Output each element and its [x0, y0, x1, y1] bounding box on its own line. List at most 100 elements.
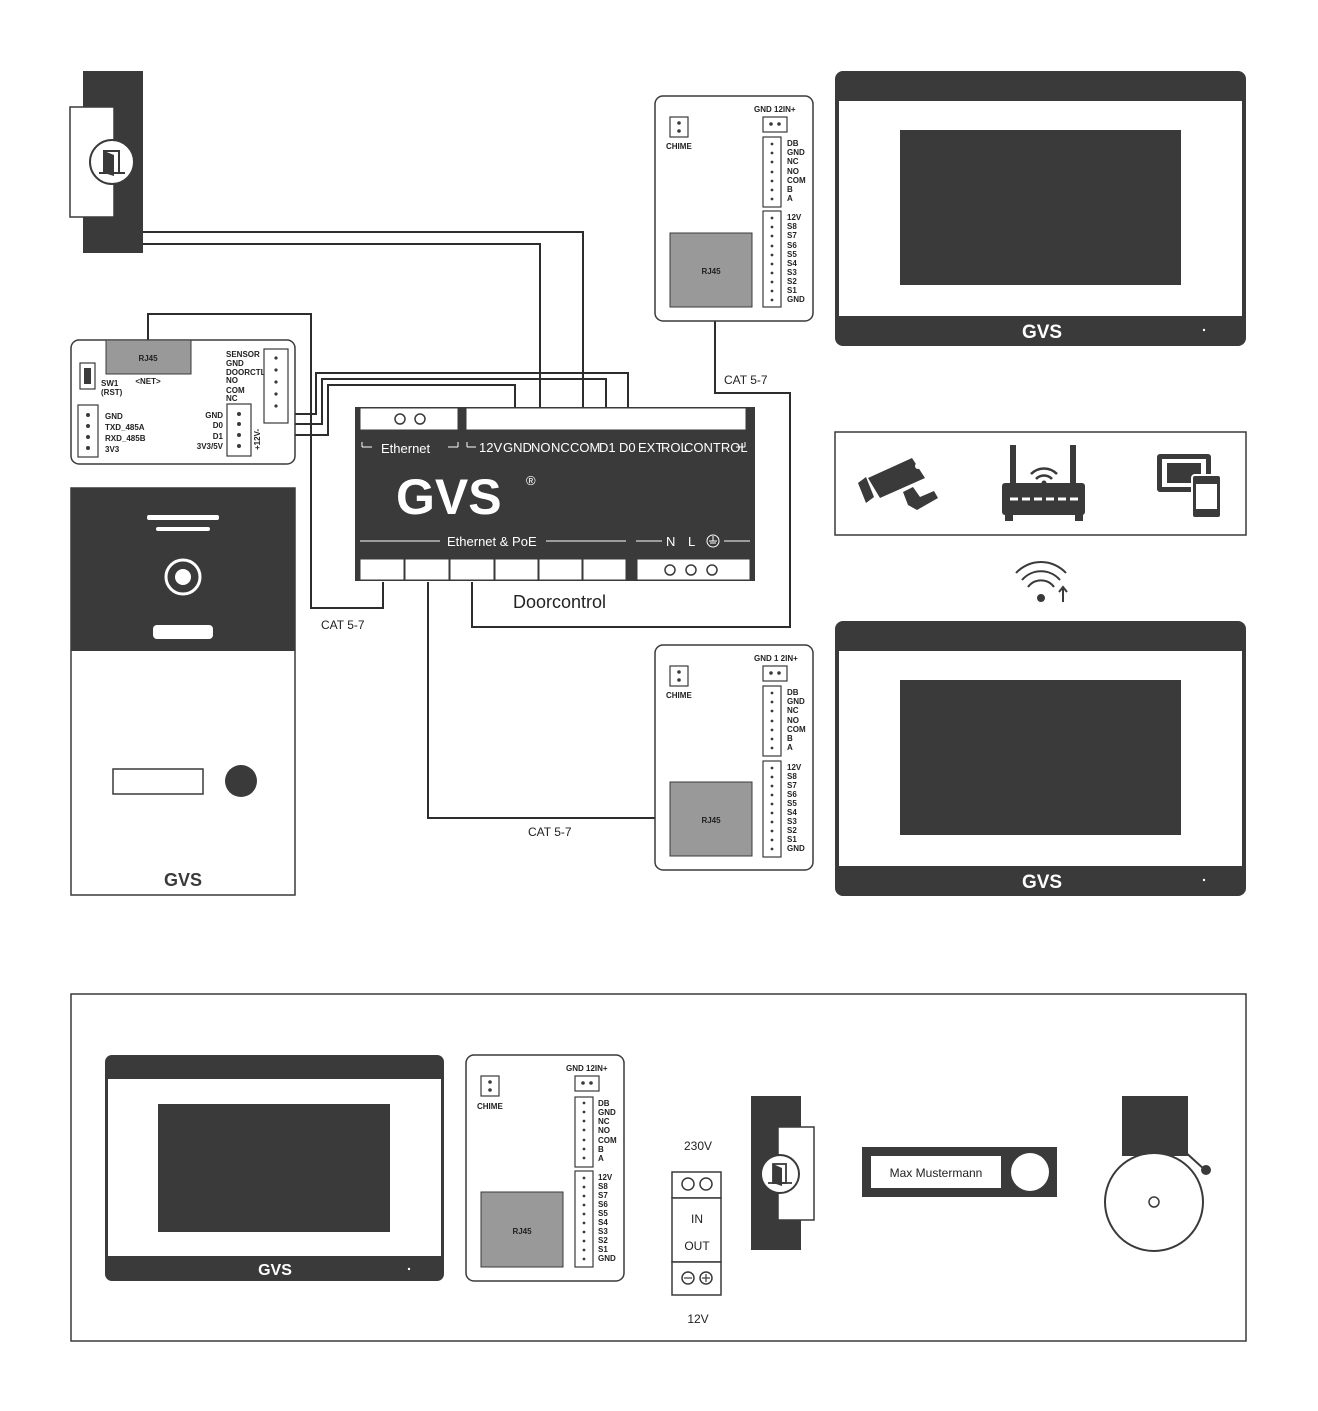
reader-pin-sensor: SENSOR: [226, 350, 260, 359]
chime-label: CHIME: [666, 691, 692, 700]
doorcontrol-brand: GVS: [396, 469, 502, 525]
terminal-d0: D0: [619, 440, 636, 455]
rj45-label: RJ45: [701, 816, 721, 825]
pin-12v: 12V: [787, 763, 802, 772]
doorcontrol-caption: Doorcontrol: [513, 592, 606, 612]
pin-nc: NC: [598, 1117, 610, 1126]
pin-s3: S3: [787, 817, 797, 826]
outdoor-station: GVS: [70, 487, 296, 896]
pin-s5: S5: [787, 799, 797, 808]
terminal-gnd: GND: [503, 440, 532, 455]
terminal-ext: EXT: [638, 440, 663, 455]
station-name-tag: [112, 768, 204, 795]
pin-a: A: [598, 1154, 604, 1163]
monitor-screen: [900, 130, 1181, 285]
reader-rj45-label: RJ45: [138, 354, 158, 363]
terminal-no: NO: [531, 440, 551, 455]
pin-db: DB: [787, 139, 799, 148]
monitor-board-small: GND 12IN+ CHIME DB GND NC NO COM B A 12V…: [465, 1054, 625, 1282]
pin-s5: S5: [598, 1209, 608, 1218]
door-opener-icon: [760, 1154, 800, 1194]
terminal-com: COM: [570, 440, 600, 455]
pin-s1: S1: [598, 1245, 608, 1254]
poe-ports: [359, 558, 627, 581]
reader-data-3v3: 3V3/5V: [197, 442, 224, 451]
pin-no: NO: [787, 716, 799, 725]
pin-db: DB: [598, 1099, 610, 1108]
bottom-panel: GVS GND 12IN+ CHIME DB GND NC NO COM B A…: [70, 993, 1247, 1342]
pin-s4: S4: [598, 1218, 608, 1227]
reader-pin-gnd: GND: [105, 412, 123, 421]
pin-no: NO: [787, 167, 799, 176]
terminal-control: CONTROL: [684, 440, 748, 455]
terminal-l: L: [688, 534, 695, 549]
chime-label: CHIME: [477, 1102, 503, 1111]
monitor-screen: [158, 1104, 390, 1232]
reader-rst-label: (RST): [101, 388, 123, 397]
rj45-label: RJ45: [701, 267, 721, 276]
pin-nc: NC: [787, 706, 799, 715]
wifi-icon: [1015, 561, 1068, 602]
call-button: [225, 765, 257, 797]
cable-label-left: CAT 5-7: [321, 618, 365, 632]
nameplate-text: Max Mustermann: [890, 1166, 983, 1180]
pin-a: A: [787, 743, 793, 752]
door-opener-small: [751, 1096, 815, 1250]
pin-s8: S8: [787, 222, 797, 231]
terminal-12v: 12V: [479, 440, 502, 455]
pin-com: COM: [787, 725, 806, 734]
reader-pin-gnd2: GND: [226, 359, 244, 368]
pin-s4: S4: [787, 808, 797, 817]
reader-pin-nc: NC: [226, 394, 238, 403]
reader-pin-txd: TXD_485A: [105, 423, 145, 432]
monitor-small: GVS: [105, 1055, 444, 1281]
pin-s3: S3: [787, 268, 797, 277]
power-out-label: OUT: [684, 1239, 710, 1253]
pin-s2: S2: [787, 826, 797, 835]
power-header-label: GND 12IN+: [566, 1064, 608, 1073]
rj45-label: RJ45: [512, 1227, 532, 1236]
camera-icon: [858, 458, 938, 510]
reader-pin-3v3: 3V3: [105, 445, 120, 454]
reader-pin-rxd: RXD_485B: [105, 434, 146, 443]
doorcontrol: Ethernet 12V GND NO NC COM D1 D0 EXT ROL…: [355, 407, 755, 612]
tablet-phone-icon: [1157, 454, 1222, 519]
cable-label-top: CAT 5-7: [724, 373, 768, 387]
power-header-label: GND 12IN+: [754, 105, 796, 114]
pin-s1: S1: [787, 835, 797, 844]
pin-s8: S8: [787, 772, 797, 781]
pin-s7: S7: [598, 1191, 608, 1200]
pin-gnd-b: GND: [598, 1254, 616, 1263]
pin-com: COM: [787, 176, 806, 185]
monitor-board-top: GND 12IN+ CHIME DB GND NC NO COM B A 12V…: [654, 95, 814, 322]
pin-s2: S2: [598, 1236, 608, 1245]
pin-com: COM: [598, 1136, 617, 1145]
reader-board: RJ45 <NET> SW1 (RST) GND TXD_485A RXD_48…: [70, 339, 296, 465]
monitor-screen: [900, 680, 1181, 835]
reader-data-gnd: GND: [205, 411, 223, 420]
pin-a: A: [787, 194, 793, 203]
earth-icon: [706, 534, 720, 548]
terminal-d1: D1: [599, 440, 616, 455]
monitor-board-bottom: GND 1 2IN+ CHIME DB GND NC NO COM B A 12…: [654, 644, 814, 871]
router-icon: [1002, 445, 1085, 521]
input-voltage-label: 230V: [684, 1139, 712, 1153]
pin-gnd: GND: [787, 697, 805, 706]
station-brand: GVS: [164, 870, 202, 890]
poe-label: Ethernet & PoE: [447, 534, 537, 549]
pin-s1: S1: [787, 286, 797, 295]
pin-b: B: [787, 185, 793, 194]
monitor-top: GVS: [835, 71, 1246, 346]
door-opener-icon: [89, 139, 135, 185]
pin-s5: S5: [787, 250, 797, 259]
reader-pin-com: COM: [226, 386, 245, 395]
doorcontrol-registered: ®: [526, 473, 536, 488]
pin-gnd-b: GND: [787, 295, 805, 304]
reader-data-d1: D1: [213, 432, 224, 441]
pin-no: NO: [598, 1126, 610, 1135]
reader-sw1-label: SW1: [101, 379, 119, 388]
pin-s6: S6: [598, 1200, 608, 1209]
pin-gnd-b: GND: [787, 844, 805, 853]
monitor-bottom: GVS: [835, 621, 1246, 896]
